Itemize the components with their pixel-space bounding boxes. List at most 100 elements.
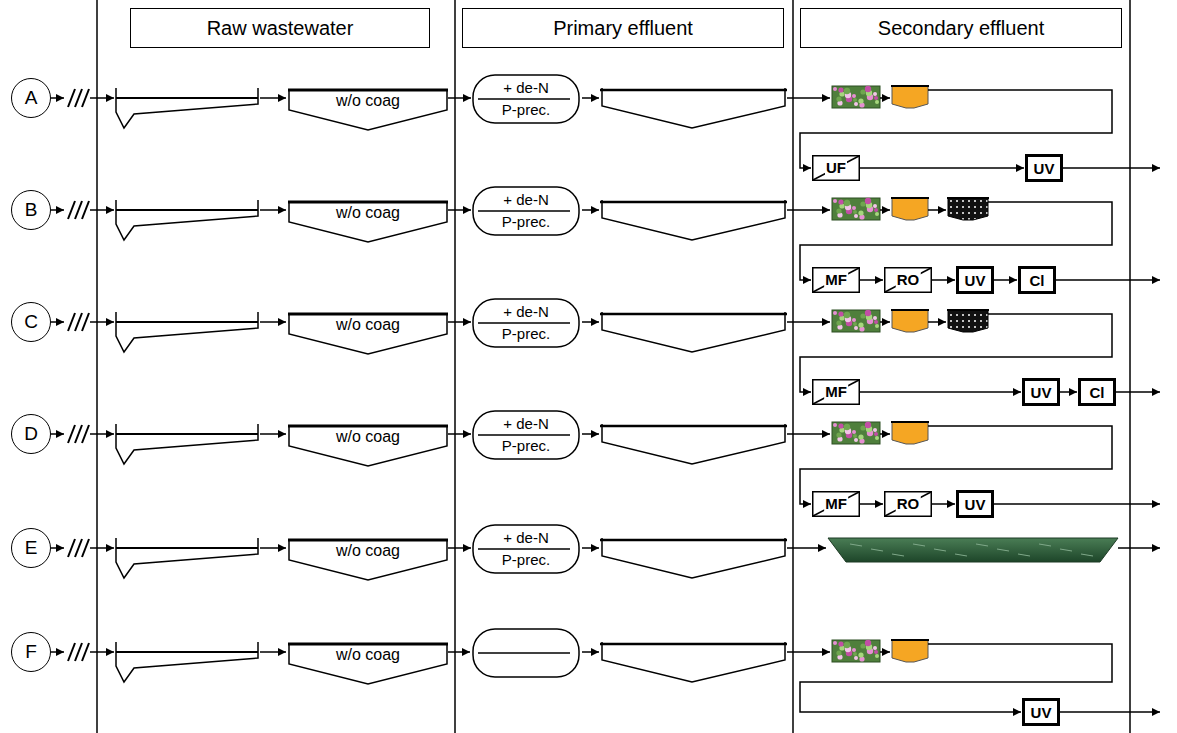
node-text: + de-N [503, 303, 548, 321]
filter-top [891, 639, 929, 641]
primary-clarifier: w/o coag [288, 196, 448, 244]
wetland-plant [853, 210, 857, 214]
node-text: w/o coag [336, 541, 400, 561]
flow-arrow [51, 651, 64, 653]
flow-arrow [1116, 391, 1160, 393]
bar-screen [68, 201, 75, 219]
clarifier-outline [289, 314, 447, 354]
node-text: MF [824, 384, 848, 400]
wetland-plant [860, 425, 865, 430]
carbon-filter [948, 198, 988, 220]
wetland-plant [838, 423, 843, 428]
flow-connector [448, 321, 471, 323]
pond-texture [997, 549, 1009, 551]
wetland-plant [854, 102, 858, 106]
section-header: Primary effluent [462, 8, 784, 48]
wetland-plant [838, 311, 843, 316]
wetland-plant [875, 654, 879, 658]
clarifier-outline [289, 202, 447, 242]
bioreactor: + de-NP-prec. [472, 186, 580, 236]
wetland-plant [833, 87, 837, 91]
flow-connector [860, 503, 883, 505]
flow-arrow [90, 433, 114, 435]
node-text: Cl [1030, 272, 1045, 289]
bar-screen [68, 425, 75, 443]
bar-screen [75, 539, 82, 557]
wetland-plant [836, 208, 841, 213]
flow-arrow [994, 503, 1160, 505]
bar-screen [75, 643, 82, 661]
flow-connector [860, 391, 1021, 393]
membrane-unit: RO [884, 491, 932, 517]
pond-texture [934, 549, 946, 551]
membrane-unit: MF [812, 491, 860, 517]
grit-chamber [116, 312, 258, 352]
node-text: w/o coag [336, 427, 400, 447]
pond-texture [976, 544, 988, 546]
wetland-plant [833, 311, 837, 315]
flow-arrow [582, 209, 599, 211]
wetland-plant [874, 432, 878, 436]
grit-chamber [116, 642, 258, 682]
node-text: P-prec. [502, 101, 550, 119]
flow-arrow [1063, 167, 1160, 169]
clarifier-top [600, 89, 787, 92]
membrane-outline [813, 156, 860, 181]
wetland-plant [874, 96, 878, 100]
membrane-diagonal [813, 268, 859, 292]
wetland-plant [838, 641, 843, 646]
grit-chamber [116, 88, 258, 128]
node-text: F [25, 641, 37, 663]
wetland-plant [844, 200, 850, 206]
flow-connector [448, 433, 471, 435]
node-text: + de-N [503, 191, 548, 209]
stage-separator [1129, 0, 1131, 733]
reactor-divider [478, 322, 570, 324]
flow-arrow [1118, 547, 1160, 549]
carbon-filter [948, 310, 988, 332]
reactor-outline [473, 187, 579, 235]
membrane-unit: MF [812, 267, 860, 293]
flow-arrow [260, 321, 286, 323]
membrane-diagonal [813, 492, 859, 516]
wetland-plant [852, 94, 856, 98]
bar-screen [82, 89, 89, 107]
reactor-divider [478, 98, 570, 100]
membrane-unit: UF [812, 155, 860, 181]
stage-separator [792, 0, 794, 733]
wetland-plant [875, 324, 879, 328]
flow-connector [860, 279, 883, 281]
flow-arrow [1060, 711, 1160, 713]
wetland-plant [844, 312, 850, 318]
sand-filter [892, 422, 928, 444]
reactor-outline [473, 75, 579, 123]
node-text: Cl [1090, 384, 1105, 401]
clarifier-top [600, 539, 787, 542]
secondary-clarifier [602, 642, 785, 682]
train-letter: F [11, 632, 51, 672]
wetland-plant [865, 640, 871, 646]
stage-separator [96, 0, 98, 733]
bioreactor: + de-NP-prec. [472, 298, 580, 348]
node-text: UV [1031, 704, 1052, 721]
sand-filter [892, 640, 928, 662]
wetland-plant [854, 656, 858, 660]
flow-arrow [51, 97, 64, 99]
bioreactor: + de-NP-prec. [472, 524, 580, 574]
reactor-outline [473, 411, 579, 459]
flow-arrow [880, 433, 890, 435]
wetland-plant [852, 430, 856, 434]
flow-connector [860, 167, 1024, 169]
filter-top [947, 309, 989, 311]
node-text: Secondary effluent [878, 17, 1044, 40]
water-line [116, 209, 258, 211]
disinfection-unit: Cl [1078, 378, 1116, 406]
membrane-outline [813, 268, 860, 293]
stage-separator [454, 0, 456, 733]
flow-connector [448, 97, 471, 99]
reactor-divider [478, 210, 570, 212]
wetland-plant [860, 89, 865, 94]
wetland-plant [853, 434, 857, 438]
flow-connector [448, 547, 471, 549]
